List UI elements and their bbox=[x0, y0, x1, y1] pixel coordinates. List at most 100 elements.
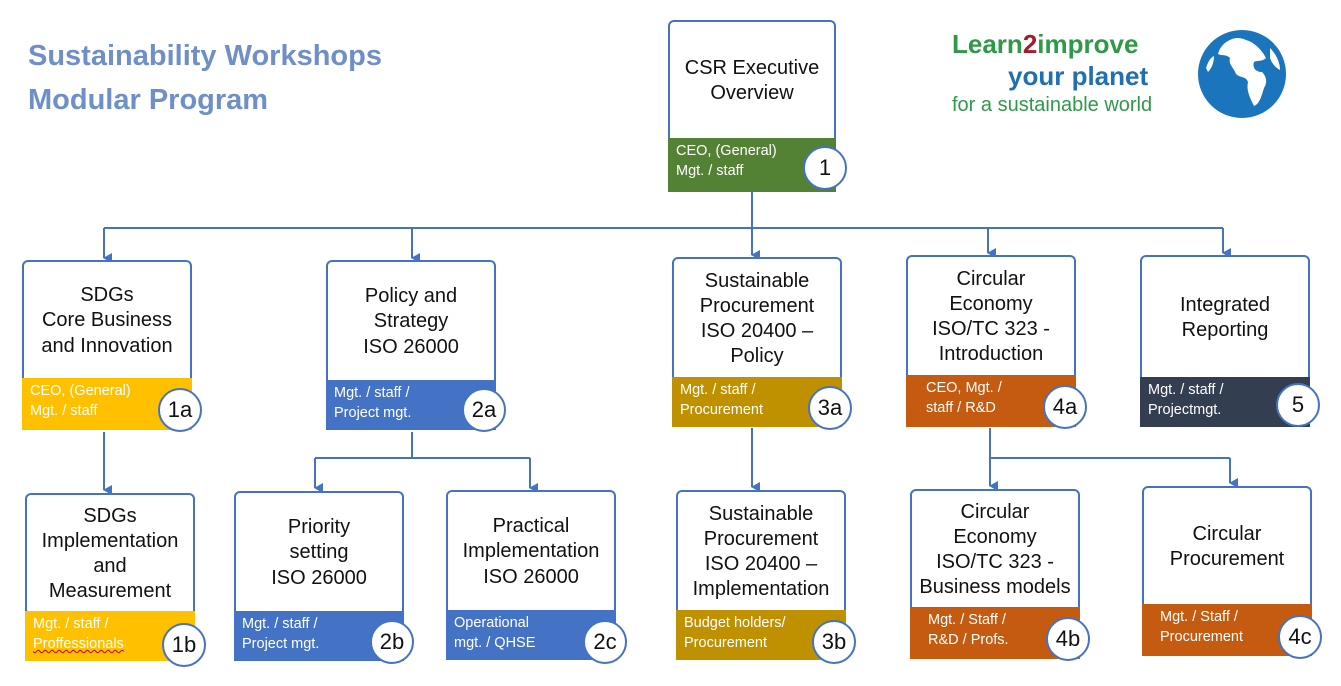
audience-line: CEO, (General) bbox=[676, 143, 777, 159]
title-line: Strategy bbox=[373, 310, 449, 333]
title-line: Sustainable bbox=[704, 269, 810, 292]
module-2b-badge: 2b bbox=[370, 620, 414, 664]
module-1b-badge: 1b bbox=[162, 623, 206, 667]
title-line: Practical bbox=[492, 515, 570, 538]
module-2a-title: Policy and Strategy ISO 26000 bbox=[328, 262, 494, 382]
module-3b-badge: 3b bbox=[812, 620, 856, 664]
audience-line: Mgt. / Staff / bbox=[928, 612, 1006, 628]
module-4c-box: Circular Procurement Mgt. / Staff / Proc… bbox=[1142, 486, 1312, 656]
title-line: Sustainable bbox=[708, 502, 814, 525]
module-2c-box: Practical Implementation ISO 26000 Opera… bbox=[446, 490, 616, 660]
program-title-line-2: Modular Program bbox=[28, 84, 269, 116]
title-line: Implementation bbox=[692, 578, 830, 601]
module-3a-badge: 3a bbox=[808, 386, 852, 430]
audience-line: Mgt. / staff / bbox=[33, 616, 109, 632]
title-line: ISO 20400 – bbox=[704, 553, 818, 575]
title-line: Reporting bbox=[1181, 319, 1269, 341]
module-3b-title: Sustainable Procurement ISO 20400 – Impl… bbox=[678, 492, 844, 612]
module-1b-title: SDGs Implementation and Measurement bbox=[27, 495, 193, 613]
title-line: Integrated bbox=[1179, 293, 1271, 316]
title-line: ISO/TC 323 - bbox=[932, 318, 1050, 340]
audience-line: Mgt. / staff / bbox=[1148, 382, 1224, 398]
title-line: ISO 26000 bbox=[363, 335, 459, 358]
title-line: Measurement bbox=[48, 580, 172, 603]
module-1-badge: 1 bbox=[803, 146, 847, 190]
logo-tagline: for a sustainable world bbox=[952, 94, 1153, 116]
title-line: Core Business bbox=[41, 309, 173, 332]
title-line: CSR Executive bbox=[684, 56, 820, 79]
module-4a-badge: 4a bbox=[1043, 385, 1087, 429]
title-line: ISO 26000 bbox=[271, 566, 367, 589]
title-line: ISO 20400 – bbox=[700, 320, 814, 342]
module-5-badge: 5 bbox=[1276, 383, 1320, 427]
title-line: Circular bbox=[956, 267, 1026, 290]
module-2a-badge: 2a bbox=[462, 388, 506, 432]
audience-line: Projectmgt. bbox=[1148, 402, 1222, 418]
audience-line: Budget holders/ bbox=[684, 615, 786, 631]
audience-line: Mgt. / staff / bbox=[242, 616, 318, 632]
audience-line: CEO, (General) bbox=[30, 383, 131, 399]
title-line: Policy bbox=[730, 345, 784, 368]
program-title-line-1: Sustainability Workshops bbox=[28, 40, 382, 72]
title-line: SDGs bbox=[80, 284, 134, 307]
module-4a-box: Circular Economy ISO/TC 323 - Introducti… bbox=[906, 255, 1076, 427]
title-line: Business models bbox=[919, 576, 1071, 599]
audience-line: mgt. / QHSE bbox=[454, 635, 536, 651]
audience-line: Mgt. / staff bbox=[676, 163, 744, 179]
title-line: ISO 26000 bbox=[483, 565, 579, 588]
title-line: Economy bbox=[953, 525, 1037, 548]
title-line: Procurement bbox=[1169, 548, 1285, 570]
module-4b-title: Circular Economy ISO/TC 323 - Business m… bbox=[912, 491, 1078, 609]
module-4b-audience: Mgt. / Staff / R&D / Profs. bbox=[910, 607, 1080, 659]
title-line: Procurement bbox=[699, 294, 815, 317]
audience-line: Mgt. / staff / bbox=[334, 385, 410, 401]
module-1a-title: SDGs Core Business and Innovation bbox=[24, 262, 190, 380]
title-line: Circular bbox=[1192, 522, 1262, 545]
audience-line: staff / R&D bbox=[926, 400, 996, 416]
title-line: Circular bbox=[960, 500, 1030, 523]
connector-2a-stem bbox=[315, 432, 530, 459]
connector-4a-stem bbox=[989, 428, 1230, 459]
globe-icon bbox=[1198, 30, 1286, 118]
logo-word-improve: improve bbox=[1037, 29, 1139, 59]
learn2improve-logo: Learn2improve your planet for a sustaina… bbox=[950, 28, 1290, 123]
logo-word-learn: Learn bbox=[952, 29, 1023, 59]
title-line: Policy and bbox=[364, 285, 458, 308]
title-line: setting bbox=[289, 541, 349, 564]
title-line: and bbox=[93, 555, 127, 577]
audience-line: Procurement bbox=[684, 635, 768, 651]
module-1-title: CSR Executive Overview bbox=[670, 22, 834, 140]
title-line: Introduction bbox=[938, 343, 1044, 366]
module-1a-badge: 1a bbox=[158, 388, 202, 432]
audience-line: CEO, Mgt. / bbox=[926, 380, 1002, 396]
module-4b-badge: 4b bbox=[1046, 617, 1090, 661]
title-line: SDGs bbox=[83, 504, 137, 527]
title-line: and Innovation bbox=[41, 334, 173, 357]
audience-line: Mgt. / staff bbox=[30, 403, 98, 419]
module-4a-title: Circular Economy ISO/TC 323 - Introducti… bbox=[908, 257, 1074, 377]
module-2c-badge: 2c bbox=[583, 620, 627, 664]
audience-line: R&D / Profs. bbox=[928, 632, 1009, 648]
module-2a-box: Policy and Strategy ISO 26000 Mgt. / sta… bbox=[326, 260, 496, 430]
title-line: ISO/TC 323 - bbox=[936, 551, 1054, 573]
logo-line-2: your planet bbox=[1008, 61, 1149, 91]
title-line: Implementation bbox=[462, 540, 600, 563]
module-5-title: Integrated Reporting bbox=[1142, 257, 1308, 379]
audience-line: Proffessionals bbox=[33, 636, 124, 652]
title-line: Overview bbox=[710, 82, 794, 104]
module-2c-title: Practical Implementation ISO 26000 bbox=[448, 492, 614, 612]
title-line: Priority bbox=[287, 516, 351, 539]
module-3a-title: Sustainable Procurement ISO 20400 – Poli… bbox=[674, 259, 840, 379]
module-4b-box: Circular Economy ISO/TC 323 - Business m… bbox=[910, 489, 1080, 659]
audience-line: Mgt. / staff / bbox=[680, 382, 756, 398]
audience-line: Project mgt. bbox=[242, 636, 320, 652]
logo-word-2: 2 bbox=[1022, 29, 1038, 59]
logo-line-1: Learn2improve bbox=[952, 31, 1138, 57]
audience-line: Mgt. / Staff / bbox=[1160, 609, 1238, 625]
title-line: Economy bbox=[949, 292, 1033, 315]
module-2b-title: Priority setting ISO 26000 bbox=[236, 493, 402, 613]
title-line: Implementation bbox=[41, 529, 179, 552]
module-4c-title: Circular Procurement bbox=[1144, 488, 1310, 606]
title-line: Procurement bbox=[703, 527, 819, 550]
